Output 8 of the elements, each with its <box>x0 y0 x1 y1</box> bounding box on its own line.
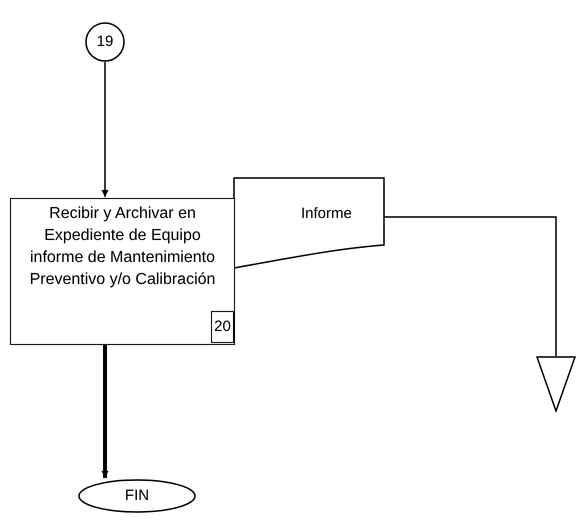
node-label: 19 <box>96 32 114 52</box>
arrow <box>102 62 108 197</box>
node-label: Informe <box>301 205 352 222</box>
arrow <box>102 345 108 478</box>
node-label: Recibir y Archivar en Expediente de Equipo informe de Mantenimiento Preventivo y/o Calibración <box>28 204 216 290</box>
node-label: FIN <box>124 486 150 506</box>
step-number-box: 20 <box>211 311 234 343</box>
process-box <box>10 198 235 345</box>
